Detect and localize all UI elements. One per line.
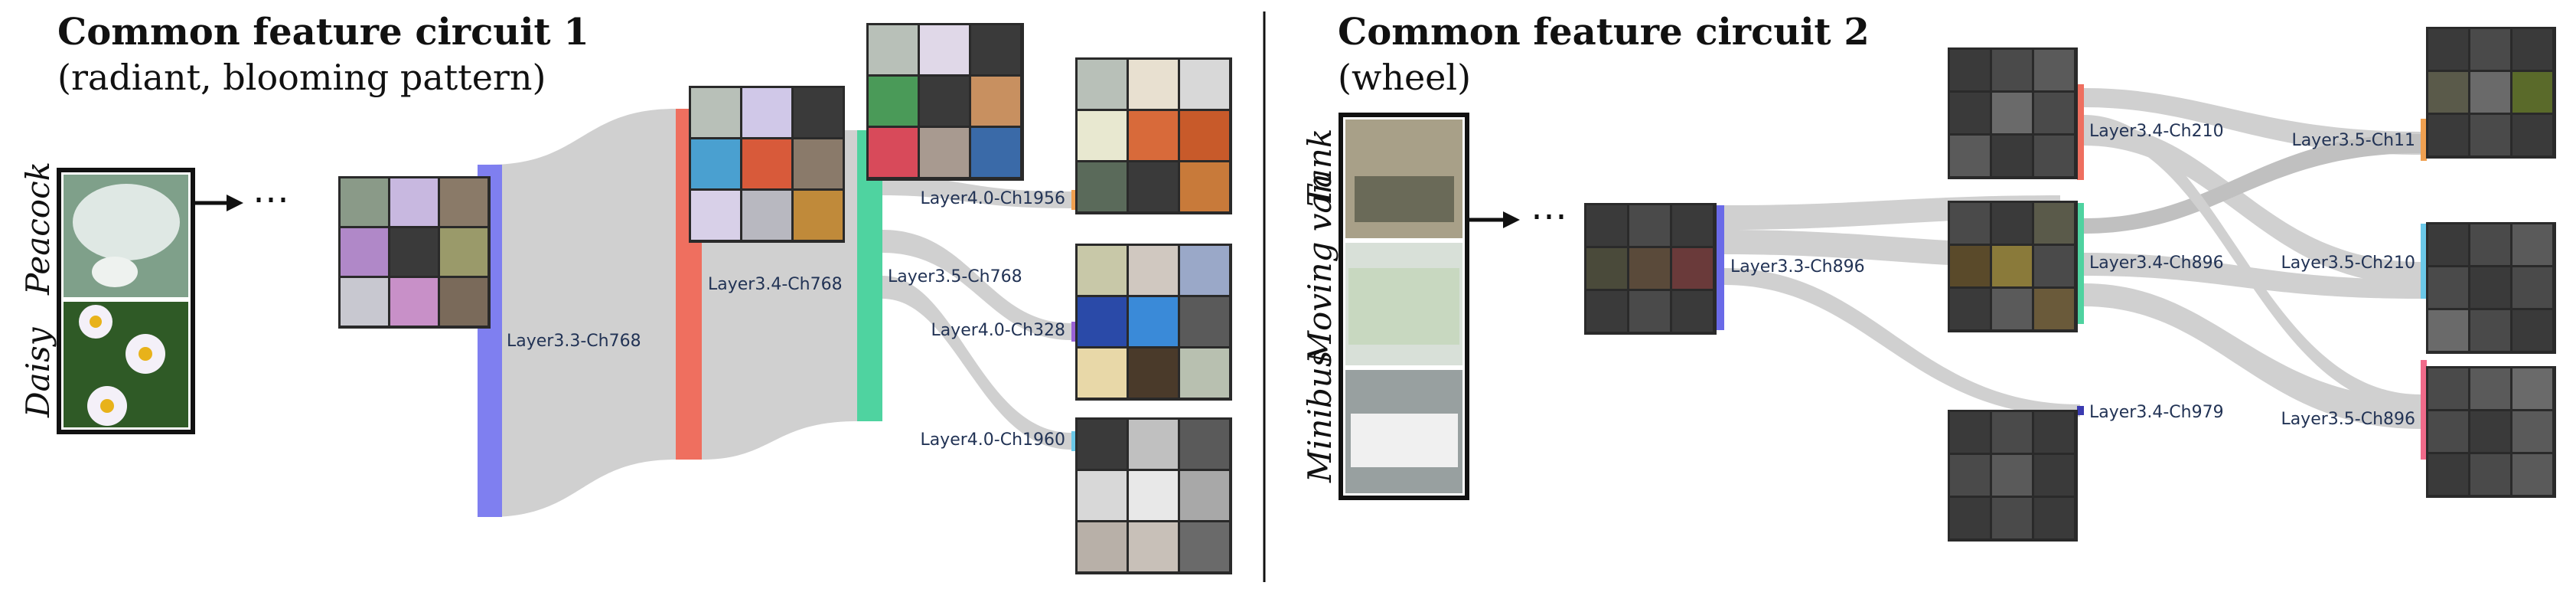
node-label-l40-328: Layer4.0-Ch328 [931,321,1065,340]
node-label-r34-210: Layer3.4-Ch210 [2089,122,2224,141]
node-bar-r34-210 [2077,84,2084,180]
right-grid-r35-11 [2426,27,2556,159]
left-subtitle: (radiant, blooming pattern) [57,57,546,98]
right-ellipsis: ⋯ [1531,195,1570,237]
node-bar-r35-210 [2421,224,2427,299]
left-title: Common feature circuit 1 [57,11,589,54]
right-grid-r34-210 [1948,47,2078,179]
node-bar-r35-896 [2421,360,2427,460]
left-grid-l34 [689,86,845,243]
class-label-daisy: Daisy [19,327,57,417]
node-label-r34-896: Layer3.4-Ch896 [2089,254,2224,273]
left-grid-l40-328 [1075,244,1232,401]
class-label-moving-van: Moving van [1301,173,1339,364]
node-bar-l40-1960 [1071,431,1078,451]
peacock-body [92,257,138,287]
right-subtitle: (wheel) [1338,57,1472,98]
node-label-l40-1960: Layer4.0-Ch1960 [920,430,1065,450]
right-grid-r34-896 [1948,201,2078,332]
node-label-l33-768: Layer3.3-Ch768 [507,332,641,351]
left-grid-l40-1956 [1075,57,1232,214]
right-grid-r35-210 [2426,222,2556,354]
node-label-r35-896: Layer3.5-Ch896 [2281,410,2415,429]
node-label-r35-11: Layer3.5-Ch11 [2291,131,2415,150]
right-grid-r34-979 [1948,410,2078,542]
node-label-l34-768: Layer3.4-Ch768 [708,275,843,294]
right-title: Common feature circuit 2 [1338,11,1870,54]
node-label-r33-896: Layer3.3-Ch896 [1730,257,1865,277]
minibus-body [1351,414,1458,467]
right-arrow-head [1503,211,1520,228]
class-label-minibus: Minibus [1301,350,1339,483]
node-bar-r34-896 [2077,203,2084,324]
right-grid-r33-896 [1584,203,1717,335]
node-bar-l40-1956 [1071,190,1078,210]
node-label-l40-1956: Layer4.0-Ch1956 [920,189,1065,208]
left-grid-l40-1960 [1075,417,1232,574]
van-body [1348,268,1459,345]
node-bar-r33-896 [1717,205,1724,330]
tank-body [1355,176,1454,222]
left-grid-l33 [338,176,491,329]
node-label-r35-210: Layer3.5-Ch210 [2281,254,2415,273]
class-label-peacock: Peacock [19,161,57,295]
left-arrow-head [227,195,243,211]
node-bar-r34-979 [2077,406,2084,415]
left-grid-l35 [866,23,1024,181]
node-label-l35-768: Layer3.5-Ch768 [888,267,1022,286]
node-bar-r35-11 [2421,119,2427,161]
right-grid-r35-896 [2426,366,2556,498]
peacock-feathers [73,184,180,260]
node-bar-l40-328 [1071,322,1078,342]
left-ellipsis: ⋯ [253,178,292,221]
node-label-r34-979: Layer3.4-Ch979 [2089,403,2224,422]
